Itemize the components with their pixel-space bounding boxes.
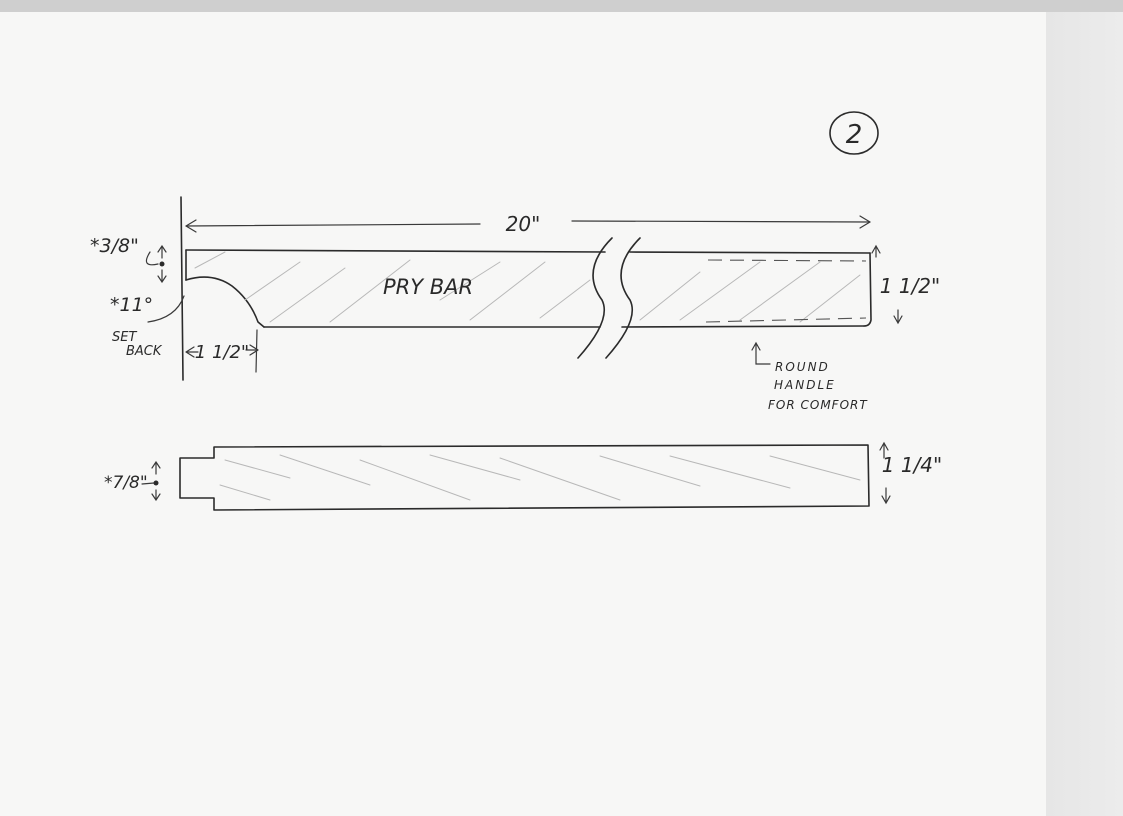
length-arrow-left xyxy=(185,219,197,233)
side-view-hatching xyxy=(219,454,861,501)
notch-depth-dot xyxy=(159,261,165,267)
scan-border xyxy=(0,0,1123,12)
setback-length-label: 1 1/2" xyxy=(195,342,249,363)
notch-depth-label: *3/8" xyxy=(90,235,139,257)
handle-note-line3: FOR COMFORT xyxy=(768,398,868,412)
thickness-arrow-up xyxy=(879,441,889,459)
length-label: 20" xyxy=(506,212,541,236)
handle-note-line2: HANDLE xyxy=(774,378,836,392)
setback-label-line2: BACK xyxy=(126,344,163,359)
break-line-right xyxy=(605,237,641,359)
thickness-arrow-down xyxy=(881,487,891,505)
tip-arrow-down xyxy=(151,489,161,502)
bar-bottom-edge-right xyxy=(621,325,865,328)
tip-arrow-up xyxy=(151,460,161,475)
length-dimension-line-left xyxy=(185,223,481,227)
tip-leader xyxy=(141,482,155,485)
angle-leader xyxy=(147,295,185,323)
tip-curve xyxy=(185,276,265,328)
handle-note-line1: ROUND xyxy=(775,360,830,374)
width-label: 1 1/2" xyxy=(880,274,940,298)
scanner-bed xyxy=(1046,12,1123,816)
length-arrow-right xyxy=(859,215,871,229)
reference-line xyxy=(180,196,184,381)
width-arrow-down xyxy=(893,309,903,325)
tip-dot xyxy=(153,480,159,486)
handle-round-line-top xyxy=(707,259,867,262)
width-arrow-up xyxy=(871,244,881,258)
thickness-label: 1 1/4" xyxy=(882,453,942,477)
bar-top-edge-left xyxy=(185,249,606,253)
page-number: 2 xyxy=(846,120,863,150)
break-line-left xyxy=(577,237,613,359)
page-number-marker: 2 xyxy=(829,111,879,155)
setback-arrow-left xyxy=(185,346,199,358)
notch-depth-arrow-up xyxy=(157,244,167,259)
top-view-hatching xyxy=(194,251,861,323)
part-label: PRY BAR xyxy=(383,275,473,299)
angle-label: *11° xyxy=(110,294,153,316)
setback-label-line1: SET xyxy=(112,330,137,345)
side-view-outline xyxy=(179,444,870,511)
setback-extension-line xyxy=(255,329,258,373)
bar-top-edge-right xyxy=(629,251,871,254)
bar-right-end xyxy=(863,252,872,327)
paper-sheet xyxy=(0,12,1046,816)
side-view: *7/8" 1 1/4" xyxy=(104,441,942,511)
top-view: 20" PRY B xyxy=(90,196,940,412)
length-dimension-line-right xyxy=(571,220,871,223)
notch-depth-arrow-down xyxy=(157,269,167,284)
page-number-circle xyxy=(829,111,879,155)
notch-depth-leader xyxy=(145,251,159,266)
handle-round-line-bottom xyxy=(705,317,867,323)
handle-note-arrow xyxy=(751,341,771,365)
tip-label: *7/8" xyxy=(104,473,148,493)
